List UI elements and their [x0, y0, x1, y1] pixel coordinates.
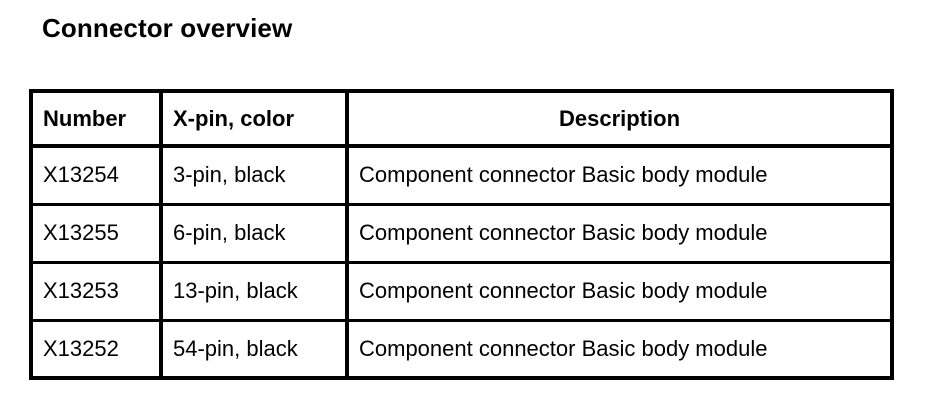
cell-number: X13252 [31, 318, 161, 378]
cell-xpin-color: 13-pin, black [159, 260, 347, 320]
cell-description: Component connector Basic body module [345, 260, 892, 320]
table-header-row: Number X-pin, color Description [31, 91, 892, 148]
cell-xpin-color: 3-pin, black [159, 146, 347, 204]
table-row: X13254 3-pin, black Component connector … [31, 146, 892, 204]
cell-description: Component connector Basic body module [345, 202, 892, 262]
table-header: Number X-pin, color Description [31, 91, 892, 148]
column-header-number: Number [31, 91, 161, 148]
page-title: Connector overview [42, 13, 293, 43]
cell-xpin-color: 54-pin, black [159, 318, 347, 378]
table-row: X13255 6-pin, black Component connector … [31, 202, 892, 262]
table-row: X13252 54-pin, black Component connector… [31, 318, 892, 378]
column-header-description: Description [345, 91, 892, 148]
table-body: X13254 3-pin, black Component connector … [31, 146, 892, 378]
cell-number: X13253 [31, 260, 161, 320]
cell-number: X13255 [31, 202, 161, 262]
connector-overview-table-container: Number X-pin, color Description X13254 3… [29, 89, 894, 380]
cell-xpin-color: 6-pin, black [159, 202, 347, 262]
table-row: X13253 13-pin, black Component connector… [31, 260, 892, 320]
cell-description: Component connector Basic body module [345, 318, 892, 378]
cell-description: Component connector Basic body module [345, 146, 892, 204]
connector-overview-table: Number X-pin, color Description X13254 3… [29, 89, 894, 380]
cell-number: X13254 [31, 146, 161, 204]
column-header-xpin-color: X-pin, color [159, 91, 347, 148]
